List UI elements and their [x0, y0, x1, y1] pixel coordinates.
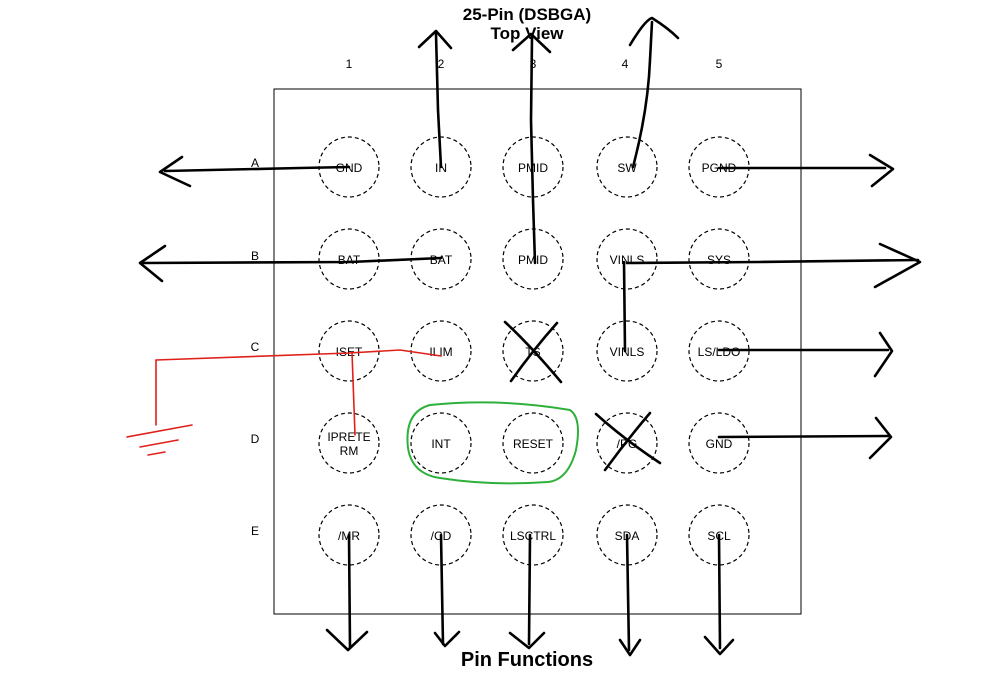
pin-label-d5: GND [706, 437, 733, 451]
arrowhead-lsctrl-down [508, 631, 546, 650]
arrow-vinls-link [622, 260, 627, 353]
column-label: 1 [346, 57, 353, 71]
diagram-footer-title: Pin Functions [461, 649, 593, 671]
pin-label-d1-line2: RM [340, 444, 359, 458]
pin-pad [502, 504, 564, 566]
pin-pad [596, 228, 658, 290]
red-ground-symbol [126, 424, 193, 456]
pin-label-c5: LS/LDO [698, 345, 741, 359]
arrowhead-gnd-left [158, 155, 192, 188]
arrowhead-cd-down [433, 630, 461, 648]
row-labels: A B C D E [251, 156, 260, 538]
arrow-in-up [434, 32, 443, 169]
pin-pad [596, 412, 658, 474]
pin-row-b: BAT BAT PMID VINLS SYS [318, 228, 750, 290]
red-wire-ilim-iset [155, 349, 442, 361]
crossed-out-marks [503, 320, 662, 472]
pin-label-e3: LSCTRL [510, 529, 556, 543]
arrow-gnd-d5-right [717, 434, 890, 439]
pin-pad [318, 228, 380, 290]
arrowhead-bat-left [138, 244, 167, 283]
pin-row-e: /MR /CD LSCTRL SDA SCL [318, 504, 750, 566]
pin-label-c1: ISET [336, 345, 363, 359]
pin-pad [318, 412, 380, 474]
arrow-sda-down [625, 533, 631, 652]
arrowhead-in-up [417, 29, 453, 50]
row-label: D [251, 432, 260, 446]
arrow-mr-down [347, 533, 352, 650]
arrowhead-scl-down [703, 635, 735, 656]
pin-label-c2: ILIM [429, 345, 452, 359]
row-label: C [251, 340, 260, 354]
column-label: 5 [716, 57, 723, 71]
red-ground-wiring [126, 349, 442, 456]
column-label: 4 [622, 57, 629, 71]
arrowhead-pmid-up [511, 32, 552, 54]
pin-label-b3: PMID [518, 253, 548, 267]
arrow-pmid-up [529, 36, 537, 265]
pin-row-d: IPRETE RM INT RESET /PG GND [318, 412, 750, 474]
arrowhead-lsldo-right [873, 331, 894, 378]
package-outline [273, 88, 802, 615]
pin-pad [596, 320, 658, 382]
pin-pad [688, 504, 750, 566]
pin-pad [502, 136, 564, 198]
arrowhead-pgnd-right [868, 153, 895, 188]
pin-pad [688, 228, 750, 290]
arrow-gnd-left [163, 165, 351, 173]
diagram-title: 25-Pin (DSBGA) [463, 5, 591, 24]
arrow-lsctrl-down [527, 533, 532, 646]
pin-label-b2: BAT [430, 253, 453, 267]
column-labels: 1 2 3 4 5 [346, 57, 723, 71]
pin-pad [596, 504, 658, 566]
pin-label-c4: VINLS [610, 345, 645, 359]
pin-label-b5: SYS [707, 253, 731, 267]
arrowhead-mr-down [325, 628, 369, 652]
arrow-bat-left [140, 256, 443, 265]
row-label: E [251, 524, 259, 538]
pin-pad [502, 412, 564, 474]
pin-label-d3: RESET [513, 437, 554, 451]
pin-pad [410, 504, 472, 566]
row-label: B [251, 249, 259, 263]
arrow-sys-right [625, 258, 920, 265]
arrowhead-gnd-d5-right [868, 416, 893, 460]
group-loop-int-reset [406, 401, 579, 485]
pin-label-b4: VINLS [610, 253, 645, 267]
pin-pad [410, 412, 472, 474]
pin-pad [410, 136, 472, 198]
pin-pad [596, 136, 658, 198]
row-label: A [251, 156, 259, 170]
cross-mark-ts [503, 320, 563, 384]
pin-label-b1: BAT [338, 253, 361, 267]
routing-arrows [138, 16, 922, 657]
arrow-scl-down [717, 533, 722, 650]
arrowhead-sda-down [618, 638, 642, 657]
red-wire-iset-ipreterm [351, 351, 356, 436]
column-label: 3 [530, 57, 537, 71]
pin-label-d1-line1: IPRETE [327, 430, 370, 444]
column-label: 2 [438, 57, 445, 71]
pin-pad [502, 320, 564, 382]
pin-label-d2: INT [431, 437, 451, 451]
arrowhead-sw-up [628, 16, 680, 47]
diagram-subtitle: Top View [490, 24, 564, 43]
cross-mark-pg [594, 411, 662, 472]
arrow-sw-up [631, 20, 654, 169]
arrowhead-sys-right [873, 242, 922, 289]
pin-pad [318, 504, 380, 566]
pin-pad [688, 412, 750, 474]
arrow-cd-down [439, 533, 445, 646]
